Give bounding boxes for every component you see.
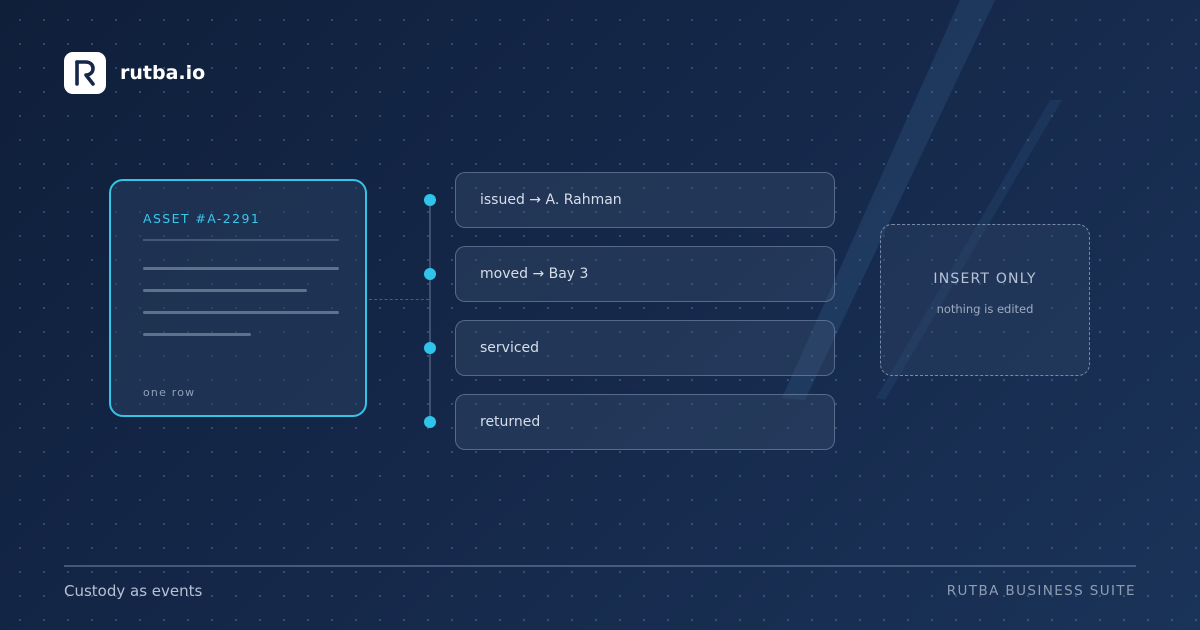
insert-title: INSERT ONLY [933,271,1037,287]
r-logo-icon [75,60,95,86]
footer-suite-name: RUTBA BUSINESS SUITE [946,583,1136,599]
timeline-dot [424,268,436,280]
footer-divider [64,565,1136,567]
asset-title: ASSET #A-2291 [143,211,261,226]
placeholder-line [143,289,307,292]
asset-footer: one row [143,386,196,399]
event-card-moved: moved → Bay 3 [455,246,835,302]
insert-subtitle: nothing is edited [936,302,1034,316]
asset-card: ASSET #A-2291 one row [109,179,367,417]
event-label: serviced [480,340,540,356]
timeline-dot [424,194,436,206]
event-label: issued → A. Rahman [480,192,622,208]
insert-only-box: INSERT ONLY nothing is edited [880,224,1090,376]
logo-icon [64,52,106,94]
event-label: moved → Bay 3 [480,266,589,282]
brand-header: rutba.io [64,52,205,94]
placeholder-line [143,333,251,336]
event-card-serviced: serviced [455,320,835,376]
timeline-line [429,200,431,422]
event-card-returned: returned [455,394,835,450]
event-card-issued: issued → A. Rahman [455,172,835,228]
dashed-connector [369,299,429,300]
brand-name: rutba.io [120,62,206,84]
placeholder-line [143,311,339,314]
placeholder-line [143,267,339,270]
event-label: returned [480,414,541,430]
timeline-dot [424,416,436,428]
timeline-dot [424,342,436,354]
footer-tagline: Custody as events [64,582,203,600]
asset-divider [143,239,339,241]
